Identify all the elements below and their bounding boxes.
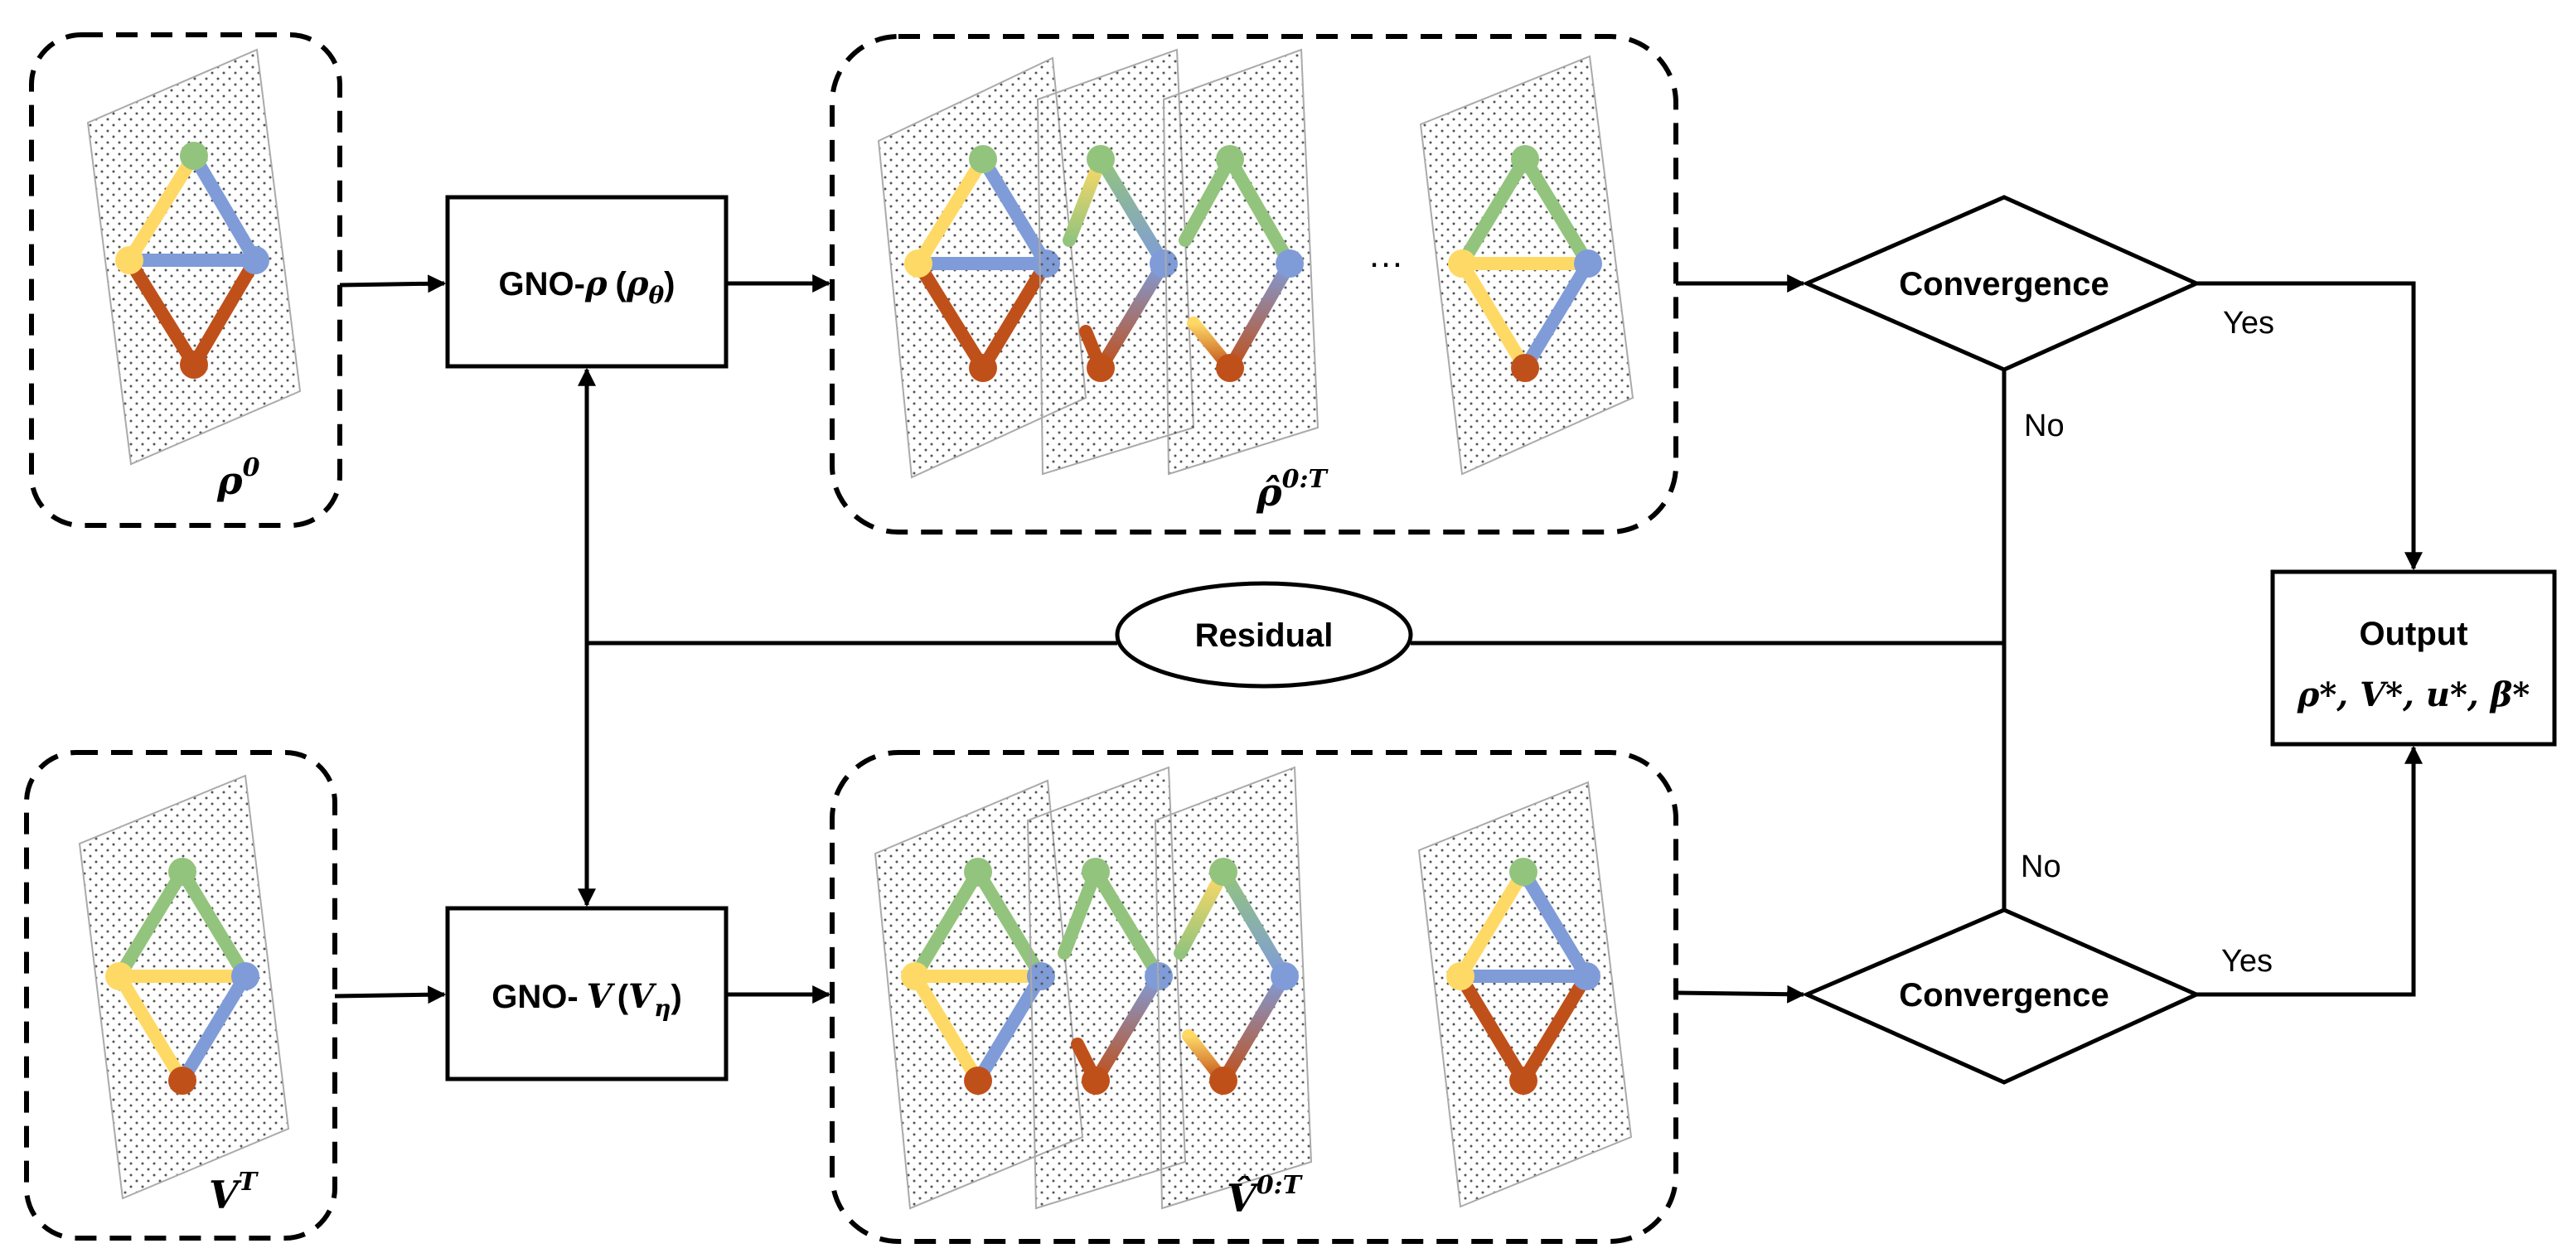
- vT-graph-panel: [78, 774, 290, 1200]
- residual-label: Residual: [1195, 617, 1334, 654]
- edge-label-yes-bottom: Yes: [2221, 944, 2273, 979]
- arrow-vT-to-gno-v: [334, 985, 447, 1004]
- gno-v-box: [445, 906, 729, 1081]
- convergence-bottom-label: Convergence: [1899, 977, 2109, 1014]
- rho-hat-frame-1: [877, 56, 1087, 479]
- residual-node: [1115, 581, 1413, 689]
- rho-hat-frame-last: [1419, 55, 1634, 476]
- rho-sequence-ellipsis: …: [1368, 235, 1404, 275]
- arrow-yes-top-to-output: [2196, 281, 2423, 571]
- output-formula: ρ*, V*, u*, β*: [2297, 675, 2530, 714]
- edge-label-no-bottom: No: [2021, 849, 2061, 884]
- input-vT-container: [24, 750, 337, 1241]
- arrow-rho0-to-gno-rho: [339, 274, 447, 293]
- gno-rho-label: GNO-ρ(ρθ): [499, 264, 675, 309]
- input-rho0-container: [29, 32, 342, 528]
- convergence-top-label: Convergence: [1899, 266, 2109, 302]
- rho-sequence-container: [830, 34, 1678, 535]
- output-title: Output: [2359, 616, 2467, 652]
- rho0-graph-panel: [86, 48, 302, 466]
- edge-label-no-top: No: [2024, 409, 2065, 443]
- rho-hat-frame-2: [1036, 48, 1195, 476]
- edge-label-yes-top: Yes: [2223, 306, 2274, 341]
- vT-label: VT: [209, 1168, 259, 1217]
- v-hat-frame-last: [1417, 781, 1633, 1208]
- v-hat-frame-2: [1026, 766, 1187, 1210]
- v-sequence-container: [830, 750, 1678, 1244]
- arrow-yes-bottom-to-output: [2196, 745, 2423, 997]
- arrow-seq-to-convergence-bottom: [1675, 985, 1806, 1004]
- output-box: [2270, 569, 2557, 747]
- rho-hat-label: ρ̂0:T: [1256, 465, 1329, 515]
- v-hat-frame-3: [1154, 766, 1313, 1210]
- connectors: [334, 274, 2423, 1004]
- rho-hat-frame-3: [1162, 48, 1319, 476]
- rho0-label: ρ0: [216, 453, 260, 503]
- v-hat-label: V̂0:T: [1227, 1171, 1304, 1221]
- gno-v-label: GNO-V(Vη): [491, 977, 682, 1022]
